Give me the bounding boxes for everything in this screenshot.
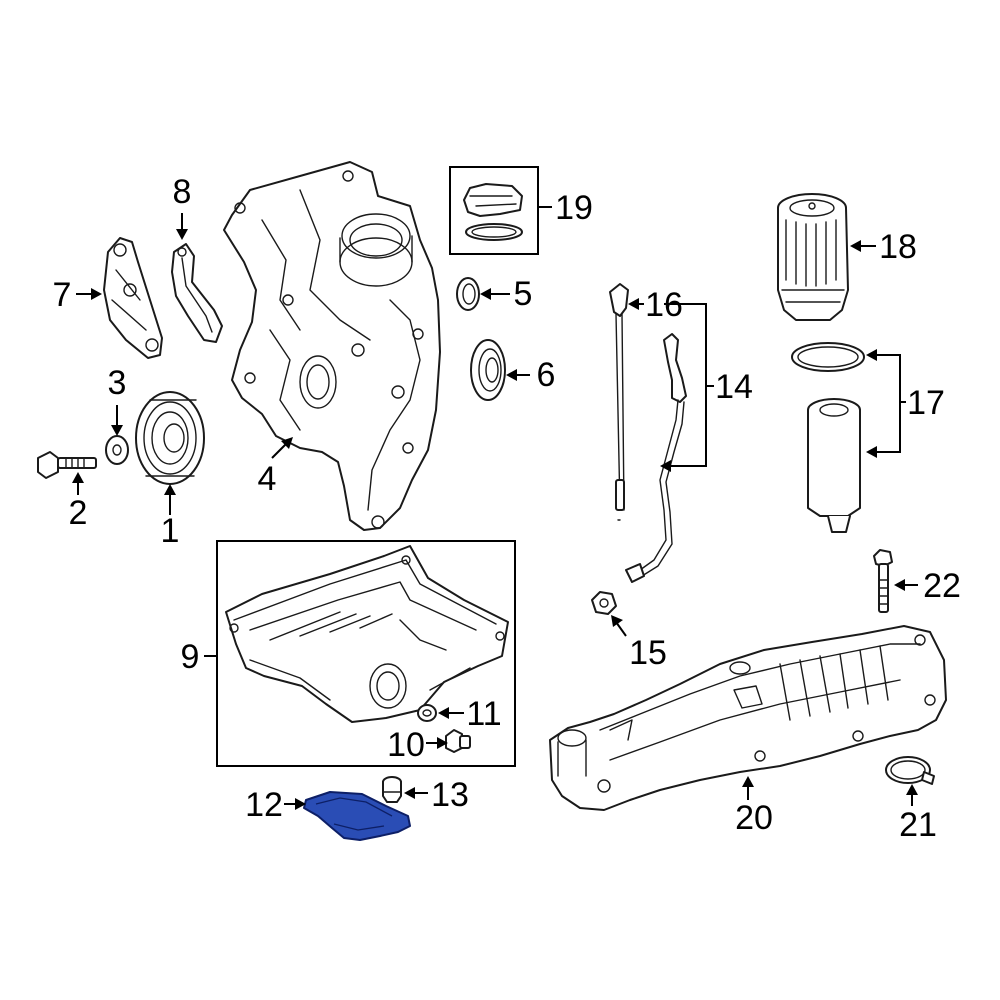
part-5-seal[interactable] [456,277,480,311]
part-17-filter-element[interactable] [807,398,861,533]
part-13-plug[interactable] [382,776,402,803]
part-22-bolt[interactable] [873,549,893,613]
callout-19: 19 [555,189,593,227]
part-16-dipstick[interactable] [609,283,629,521]
part-6-seal[interactable] [470,339,506,401]
callout-15: 15 [629,634,667,672]
part-15-nut[interactable] [591,591,617,615]
callout-16: 16 [645,286,683,324]
part-21-clamp[interactable] [885,756,935,785]
part-11-washer[interactable] [417,704,437,722]
callout-10: 10 [387,726,425,764]
part-3-washer[interactable] [105,435,129,465]
callout-22: 22 [923,567,961,605]
part-12-lower-oil-pan[interactable] [303,791,411,841]
callout-5: 5 [514,275,533,313]
part-8-gasket[interactable] [171,243,223,343]
part-9-box [216,540,516,767]
callout-17: 17 [907,384,945,422]
callout-4: 4 [258,460,277,498]
callout-18: 18 [879,228,917,266]
part-1-pulley[interactable] [135,391,205,485]
callout-1: 1 [161,512,180,550]
callout-8: 8 [173,173,192,211]
part-4-timing-cover[interactable] [223,161,441,531]
callout-12: 12 [245,786,283,824]
callout-7: 7 [53,276,72,314]
part-7-bracket[interactable] [103,237,163,359]
part-2-bolt[interactable] [37,451,97,479]
callout-6: 6 [537,356,556,394]
part-14-tube[interactable] [625,333,687,583]
part-18-filter-cap[interactable] [777,193,849,321]
callout-2: 2 [69,494,88,532]
callout-14: 14 [715,368,753,406]
part-19-oil-cap[interactable] [463,183,523,241]
callout-13: 13 [431,776,469,814]
part-10-drain-plug[interactable] [445,729,471,753]
callout-20: 20 [735,799,773,837]
part-9-oil-pan[interactable] [225,545,509,723]
callout-9: 9 [181,638,200,676]
callout-3: 3 [108,364,127,402]
callout-21: 21 [899,806,937,844]
callout-11: 11 [466,695,501,733]
leader-lines [72,206,918,810]
callout-labels: 1 2 3 4 5 6 7 8 9 10 11 12 13 14 15 16 1… [53,173,961,844]
part-17-oring[interactable] [791,342,865,372]
part-19-box [449,166,539,255]
part-20-intake-manifold[interactable] [549,625,947,811]
